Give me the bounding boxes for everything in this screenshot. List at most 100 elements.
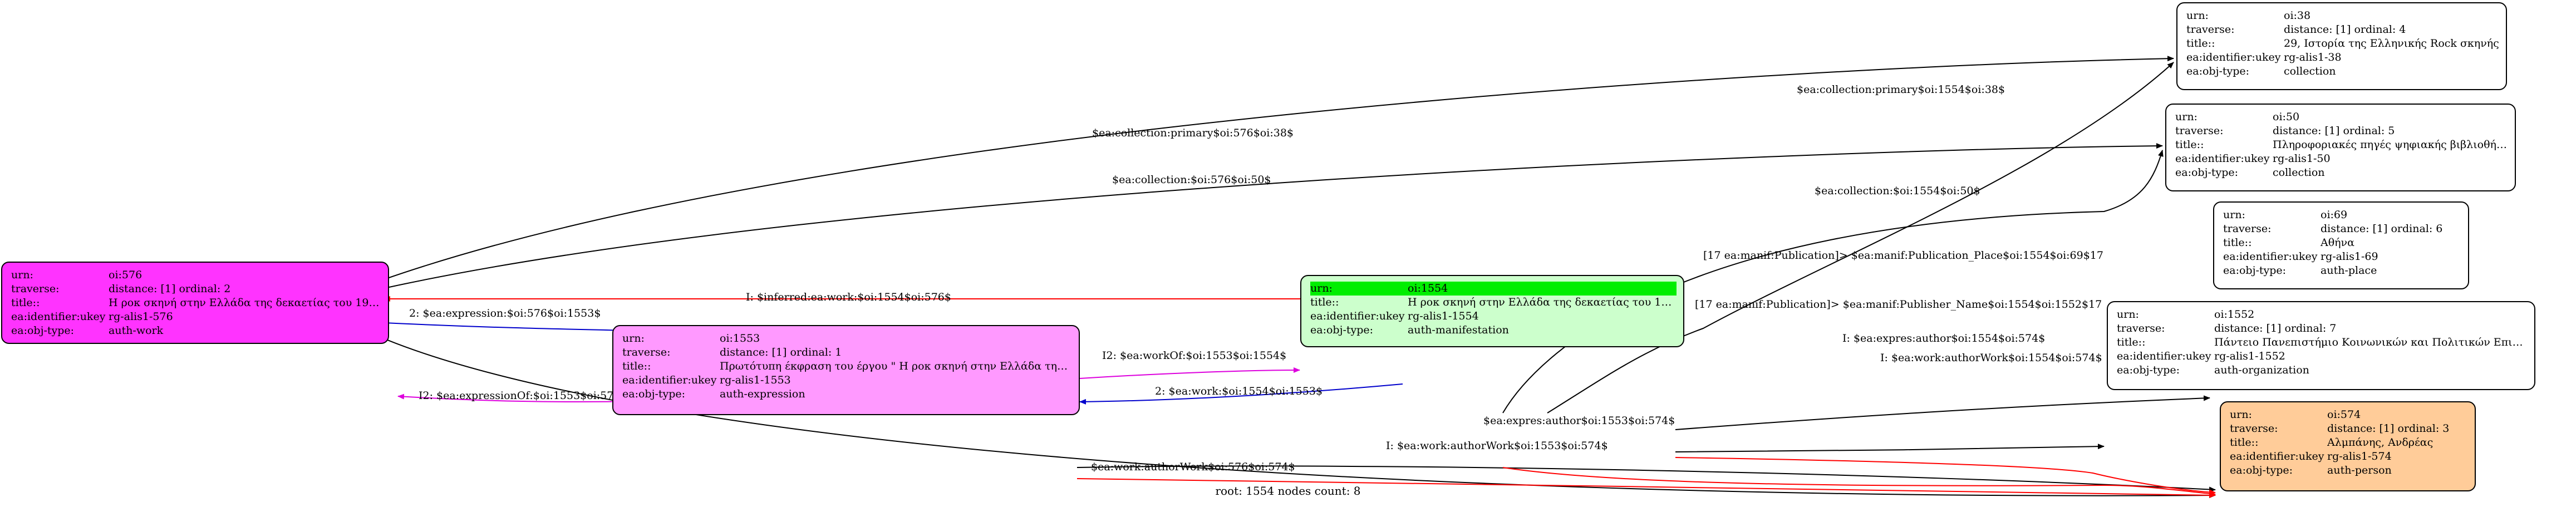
field-key: title:: bbox=[2230, 436, 2259, 449]
field-key: urn: bbox=[1310, 282, 1408, 296]
edge-1553-to-1554 bbox=[1079, 367, 1300, 379]
field-key: ea:obj-type: bbox=[2175, 166, 2239, 179]
node-field-row: urn:oi:69 bbox=[2223, 208, 2461, 222]
field-key: title:: bbox=[2117, 336, 2146, 348]
node-field-row: ea:obj-type:auth-expression bbox=[622, 387, 1072, 401]
field-key: title:: bbox=[1310, 296, 1339, 308]
field-key: urn: bbox=[11, 269, 33, 281]
node-field-row: urn:oi:38 bbox=[2186, 9, 2499, 23]
node-field-row: ea:obj-type: auth-manifestation bbox=[1310, 323, 1677, 337]
field-value: rg-alis1-574 bbox=[2327, 450, 2392, 462]
field-key: title:: bbox=[11, 297, 40, 309]
field-value: oi:574 bbox=[2327, 408, 2361, 421]
edge-1554-to-50 bbox=[1502, 150, 2164, 414]
field-value: distance: [1] ordinal: 1 bbox=[720, 346, 842, 358]
field-key: urn: bbox=[622, 332, 645, 344]
field-value: auth-organization bbox=[2214, 364, 2309, 376]
field-key: ea:obj-type: bbox=[2230, 464, 2293, 476]
edge-label: [17 ea:manif:Publication]> $ea:manif:Pub… bbox=[1703, 249, 2103, 262]
node-field-row: traverse:distance: [1] ordinal: 4 bbox=[2186, 23, 2499, 37]
edge-label: $ea:collection:$oi:576$oi:50$ bbox=[1112, 174, 1271, 186]
node-field-row: urn:oi:1554 bbox=[1310, 282, 1677, 296]
field-value: distance: [1] ordinal: 6 bbox=[2321, 223, 2443, 235]
node-field-row: title::Πληροφοριακές πηγές ψηφιακής βιβλ… bbox=[2175, 138, 2508, 152]
field-value: rg-alis1-1553 bbox=[720, 374, 791, 386]
node-field-row: title::Η ροκ σκηνή στην Ελλάδα της δεκαε… bbox=[11, 296, 381, 310]
field-value: collection bbox=[2273, 166, 2325, 179]
field-key: traverse: bbox=[622, 346, 671, 358]
field-value: distance: [1] ordinal: 2 bbox=[109, 283, 231, 295]
edge-576-to-574 bbox=[311, 299, 2216, 499]
node-field-row: ea:obj-type: collection bbox=[2175, 166, 2508, 180]
footer-summary: root: 1554 nodes count: 8 bbox=[1215, 484, 1361, 498]
field-key: title:: bbox=[622, 360, 651, 372]
edge-1554-to-1552 bbox=[1675, 444, 2105, 452]
field-key: ea:obj-type: bbox=[1310, 324, 1374, 336]
field-key: ea:identifier:ukey bbox=[2117, 350, 2211, 362]
field-key: ea:identifier:ukey bbox=[11, 311, 106, 323]
edge-576-to-38 bbox=[384, 56, 2174, 280]
node-field-row: ea:obj-type: auth-person bbox=[2230, 464, 2468, 478]
node-field-row: urn:oi:1553 bbox=[622, 332, 1072, 346]
edge-1554-to-38 bbox=[1547, 62, 2174, 414]
field-value: Αθήνα bbox=[2321, 237, 2354, 249]
edge-label: $ea:collection:$oi:1554$oi:50$ bbox=[1815, 185, 1980, 197]
edge-1554-to-1553 bbox=[1079, 383, 1403, 405]
field-key: urn: bbox=[2230, 408, 2252, 421]
node-field-row: urn:oi:576 bbox=[11, 268, 381, 282]
field-value: oi:1554 bbox=[1408, 282, 1677, 296]
field-key: urn: bbox=[2175, 111, 2198, 123]
field-key: traverse: bbox=[2117, 322, 2165, 334]
field-key: ea:identifier:ukey bbox=[2175, 152, 2270, 165]
field-key: traverse: bbox=[2223, 223, 2272, 235]
edge-576-to-50 bbox=[384, 143, 2163, 289]
node-field-row: traverse: distance: [1] ordinal: 1 bbox=[622, 346, 1072, 360]
edge-label: I: $ea:work:authorWork$oi:1554$oi:574$ bbox=[1880, 352, 2102, 364]
field-key: ea:identifier:ukey bbox=[2223, 250, 2318, 263]
field-value: auth-manifestation bbox=[1408, 324, 1509, 336]
edge-label: I: $inferred:ea:work:$oi:1554$oi:576$ bbox=[746, 291, 951, 303]
node-field-row: urn: oi:50 bbox=[2175, 110, 2508, 124]
field-key: ea:obj-type: bbox=[2117, 364, 2180, 376]
edge-label: $ea:collection:primary$oi:1554$oi:38$ bbox=[1797, 83, 2005, 96]
field-value: oi:50 bbox=[2273, 111, 2300, 123]
field-key: urn: bbox=[2223, 209, 2245, 221]
field-value: oi:1552 bbox=[2214, 308, 2255, 321]
field-value: rg-alis1-576 bbox=[109, 311, 173, 323]
node-field-row: ea:obj-type:auth-place bbox=[2223, 264, 2461, 278]
node-field-row: ea:obj-type:collection bbox=[2186, 65, 2499, 78]
node-field-row: title::Αθήνα bbox=[2223, 236, 2461, 250]
field-key: ea:identifier:ukey bbox=[2230, 450, 2324, 462]
edge-1554-work-574 bbox=[1502, 467, 2216, 496]
field-value: auth-expression bbox=[720, 388, 805, 400]
field-value: auth-work bbox=[109, 324, 164, 337]
field-key: ea:identifier:ukey bbox=[1310, 310, 1405, 322]
edge-1554-expres-574 bbox=[1675, 457, 2216, 495]
edge-label: I2: $ea:expressionOf:$oi:1553$oi:576$ bbox=[419, 390, 627, 402]
field-value: auth-person bbox=[2327, 464, 2392, 476]
field-value: rg-alis1-1554 bbox=[1408, 310, 1479, 322]
node-field-row: urn:oi:1552 bbox=[2117, 308, 2528, 322]
field-value: rg-alis1-50 bbox=[2273, 152, 2331, 165]
node-field-row: title::Αλμπάνης, Ανδρέας bbox=[2230, 436, 2468, 450]
node-field-row: title::Η ροκ σκηνή στην Ελλάδα της δεκαε… bbox=[1310, 296, 1677, 309]
field-key: traverse: bbox=[2230, 422, 2278, 435]
field-value: collection bbox=[2284, 65, 2336, 77]
edge-label: I: $ea:work:authorWork$oi:1553$oi:574$ bbox=[1386, 440, 1608, 452]
field-key: ea:identifier:ukey bbox=[2186, 51, 2281, 63]
node-field-row: title::29, Ιστορία της Ελληνικής Rock σκ… bbox=[2186, 37, 2499, 51]
